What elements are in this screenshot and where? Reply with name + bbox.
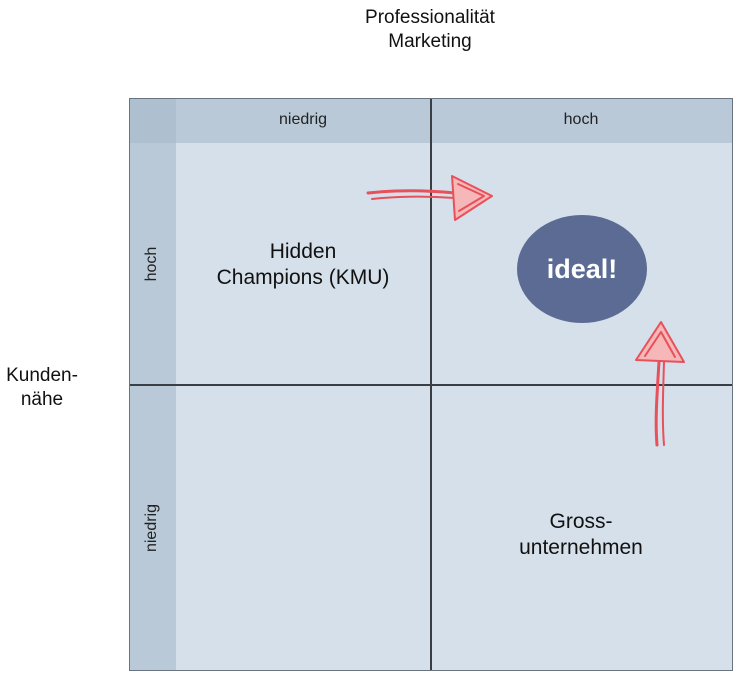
y-axis-title-line2: nähe (20, 389, 64, 410)
header-corner (130, 99, 176, 143)
ideal-circle: ideal! (517, 215, 647, 323)
y-axis-title: Kunden- nähe (0, 364, 84, 412)
ideal-label: ideal! (546, 253, 618, 284)
quadrant-hidden-champions: Hidden Champions (KMU) (176, 239, 430, 291)
portfolio-matrix: niedrig hoch hoch niedrig Hidden Champio… (129, 98, 733, 671)
quadrant-grossunternehmen: Gross- unternehmen (430, 509, 732, 561)
x-axis-title-line2: Marketing (388, 31, 472, 52)
right-arrow-icon (366, 175, 493, 221)
x-axis-title: Professionalität Marketing (330, 6, 530, 54)
quadrant-hidden-champions-line2: Champions (KMU) (216, 266, 390, 289)
up-arrow-icon (635, 321, 685, 447)
column-header-high: hoch (563, 111, 599, 128)
x-axis-title-line1: Professionalität (365, 7, 495, 28)
column-header-low: niedrig (278, 111, 328, 128)
quadrant-grossunternehmen-line1: Gross- (549, 510, 613, 533)
horizontal-divider (130, 384, 732, 386)
y-axis-title-line1: Kunden- (6, 365, 78, 386)
quadrant-grossunternehmen-line2: unternehmen (519, 536, 643, 559)
quadrant-hidden-champions-line1: Hidden (269, 240, 337, 263)
